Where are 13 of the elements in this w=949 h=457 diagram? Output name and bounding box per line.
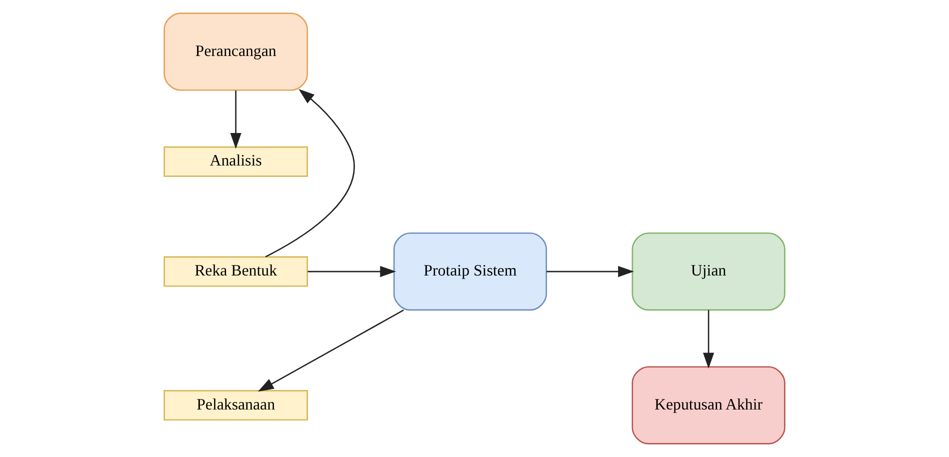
arrow (258, 310, 404, 392)
arrow (230, 90, 242, 149)
arrow (308, 266, 396, 278)
node-box: Keputusan Akhir (632, 366, 786, 444)
node-box: Analisis (164, 146, 308, 177)
node-box: Ujian (632, 232, 786, 311)
node-box: Perancangan (164, 12, 308, 91)
arrow (265, 89, 355, 258)
node-box: Protaip Sistem (393, 232, 547, 311)
node-box: Reka Bentuk (164, 256, 308, 287)
arrow (546, 266, 634, 278)
node-box: Pelaksanaan (164, 390, 308, 421)
arrow (703, 310, 714, 369)
